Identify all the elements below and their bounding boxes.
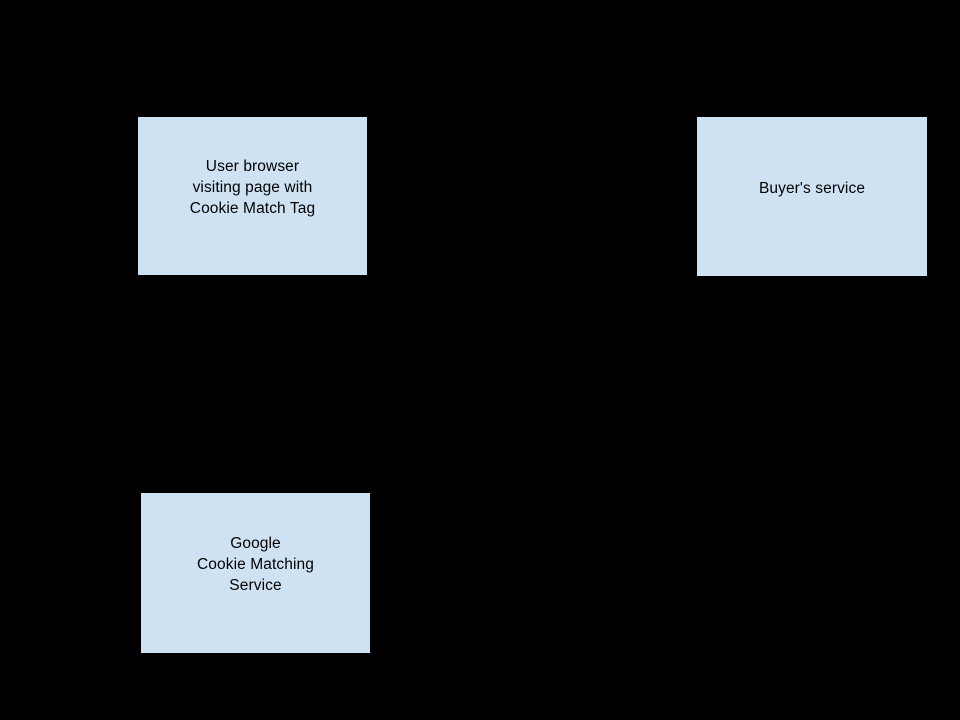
node-buyers-service: Buyer's service: [696, 116, 928, 277]
node-buyers-service-label: Buyer's service: [758, 179, 866, 197]
node-user-browser: User browser visiting page with Cookie M…: [137, 116, 368, 276]
node-google-cookie-matching-service: Google Cookie Matching Service: [140, 492, 371, 654]
node-google-cookie-matching-service-label: Google Cookie Matching Service: [197, 535, 314, 594]
node-user-browser-label: User browser visiting page with Cookie M…: [189, 158, 316, 217]
